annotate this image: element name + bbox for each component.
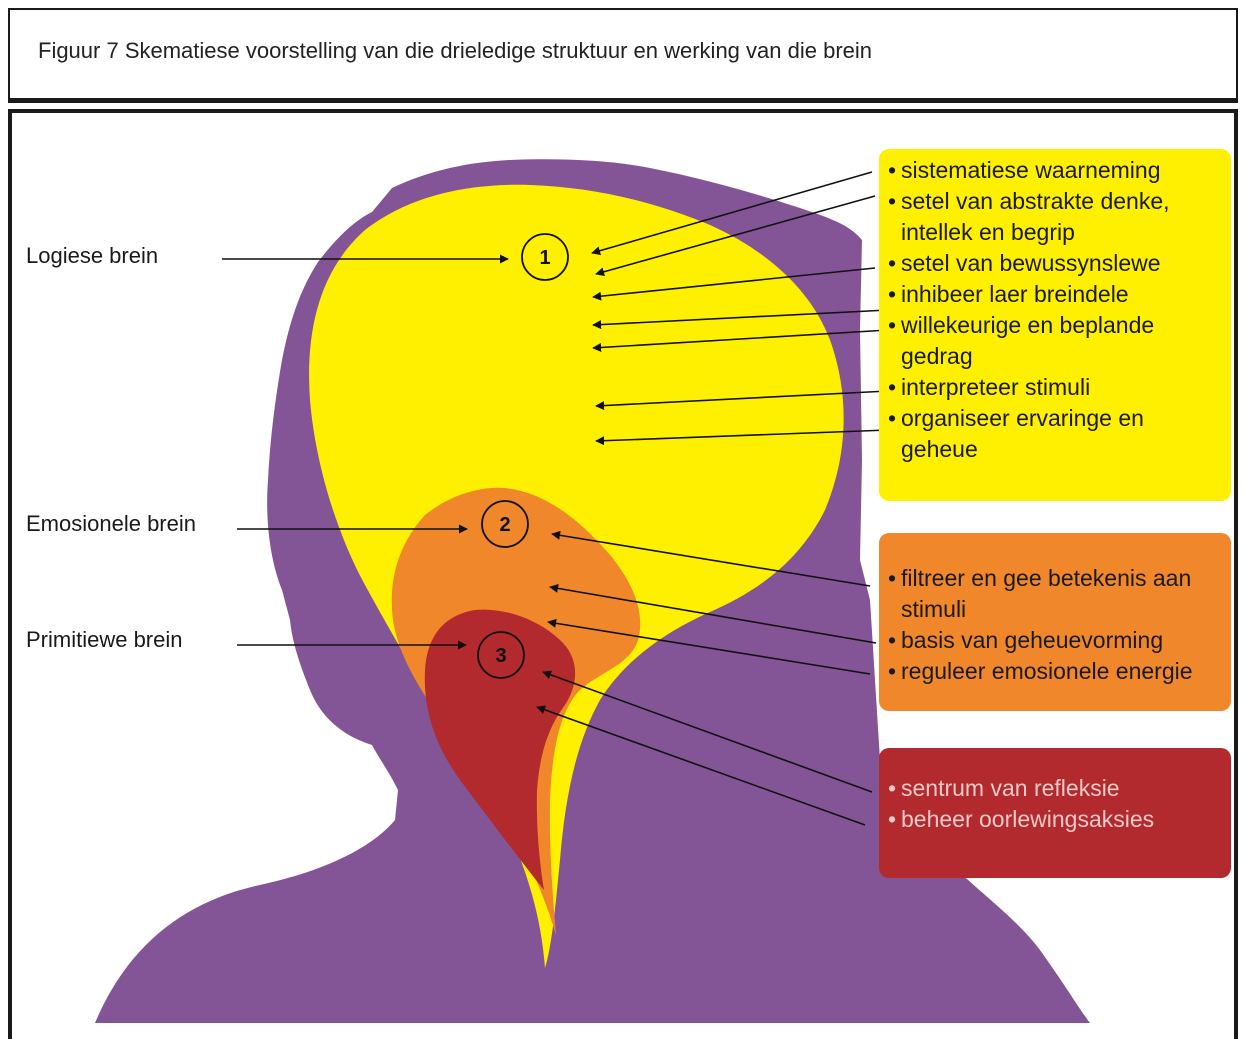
primitive-function-item: sentrum van refleksie [901, 773, 1221, 804]
emotional-function-item: reguleer emosionele energie [901, 656, 1221, 687]
logical-function-item: willekeurige en beplande gedrag [901, 310, 1221, 372]
logical-function-item: organiseer ervaringe en geheue [901, 403, 1221, 465]
logical-function-item: setel van abstrakte denke, intellek en b… [901, 186, 1221, 248]
emotional-function-item: filtreer en gee betekenis aan stimuli [901, 563, 1221, 625]
logical-functions-box: sistematiese waarneming setel van abstra… [879, 149, 1231, 501]
logical-function-item: inhibeer laer breindele [901, 279, 1221, 310]
label-primitive-brain: Primitiewe brein [26, 627, 183, 653]
emotional-function-item: basis van geheuevorming [901, 625, 1221, 656]
logical-function-item: setel van bewussynslewe [901, 248, 1221, 279]
label-logical-brain: Logiese brein [26, 243, 158, 269]
logical-function-item: sistematiese waarneming [901, 155, 1221, 186]
emotional-functions-box: filtreer en gee betekenis aan stimuli ba… [879, 533, 1231, 711]
label-emotional-brain: Emosionele brein [26, 511, 196, 537]
primitive-function-item: beheer oorlewingsaksies [901, 804, 1221, 835]
primitive-functions-box: sentrum van refleksie beheer oorlewingsa… [879, 748, 1231, 878]
logical-function-item: interpreteer stimuli [901, 372, 1221, 403]
